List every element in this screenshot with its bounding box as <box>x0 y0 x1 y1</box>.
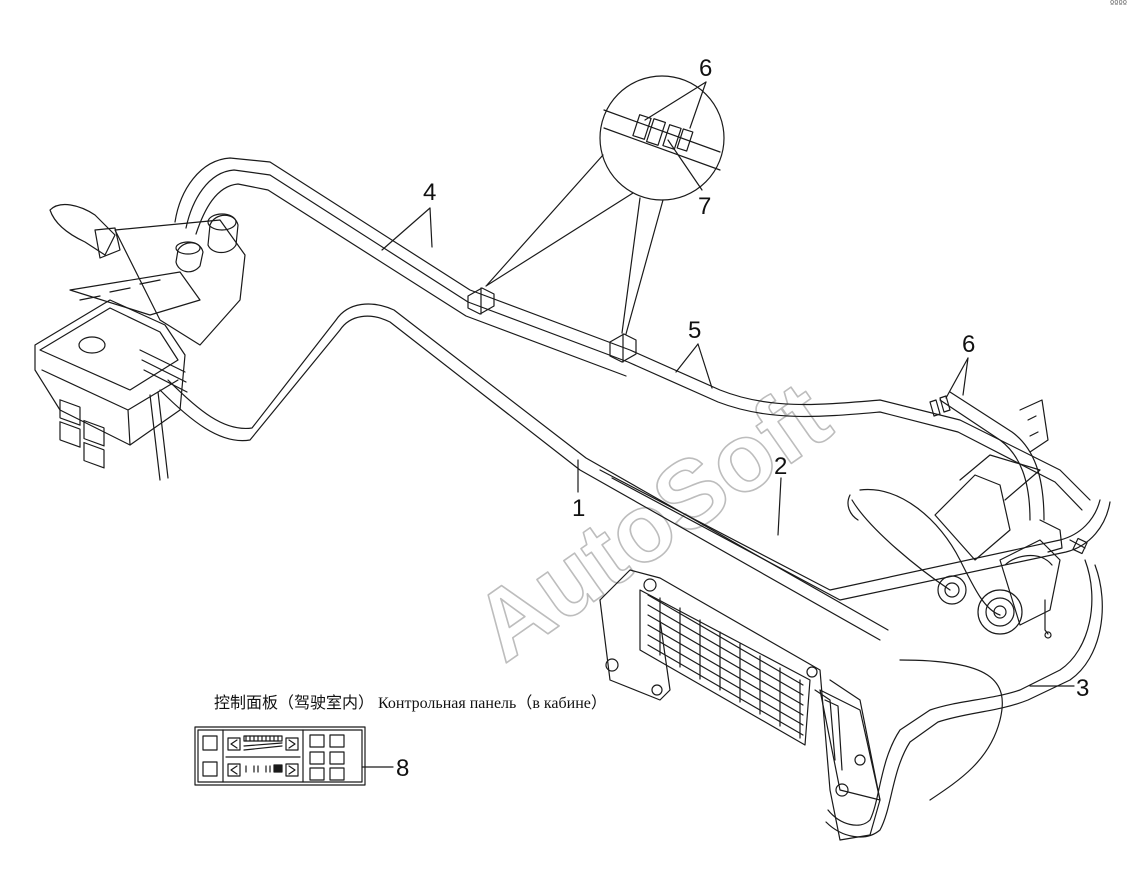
corner-mark: ºººº <box>1110 0 1127 10</box>
callout-7: 7 <box>698 193 711 220</box>
watermark-text: AutoSoft <box>455 361 848 681</box>
control-panel <box>194 726 366 786</box>
callout-6-top: 6 <box>699 55 712 82</box>
coupling-left <box>467 287 495 315</box>
evaporator-unit <box>34 203 246 481</box>
pipe-4 <box>174 157 1091 511</box>
callout-1: 1 <box>572 495 585 522</box>
pipe-5 <box>939 391 1045 521</box>
callout-4: 4 <box>423 179 436 206</box>
condenser <box>599 569 881 841</box>
pipe-2 <box>599 469 1111 601</box>
control-panel-caption: 控制面板（驾驶室内） Контрольная панель（в кабине） <box>214 695 607 712</box>
callout-8: 8 <box>396 755 409 782</box>
coupling-right <box>609 333 637 363</box>
callout-3: 3 <box>1076 675 1089 702</box>
leader-lines <box>361 81 1075 768</box>
pipe-3 <box>825 559 1103 838</box>
callout-2: 2 <box>774 453 787 480</box>
callout-5: 5 <box>688 317 701 344</box>
callout-6-right: 6 <box>962 331 975 358</box>
detail-magnifier <box>485 75 725 335</box>
pipe-1 <box>159 303 889 641</box>
compressor-assembly <box>847 395 1088 639</box>
